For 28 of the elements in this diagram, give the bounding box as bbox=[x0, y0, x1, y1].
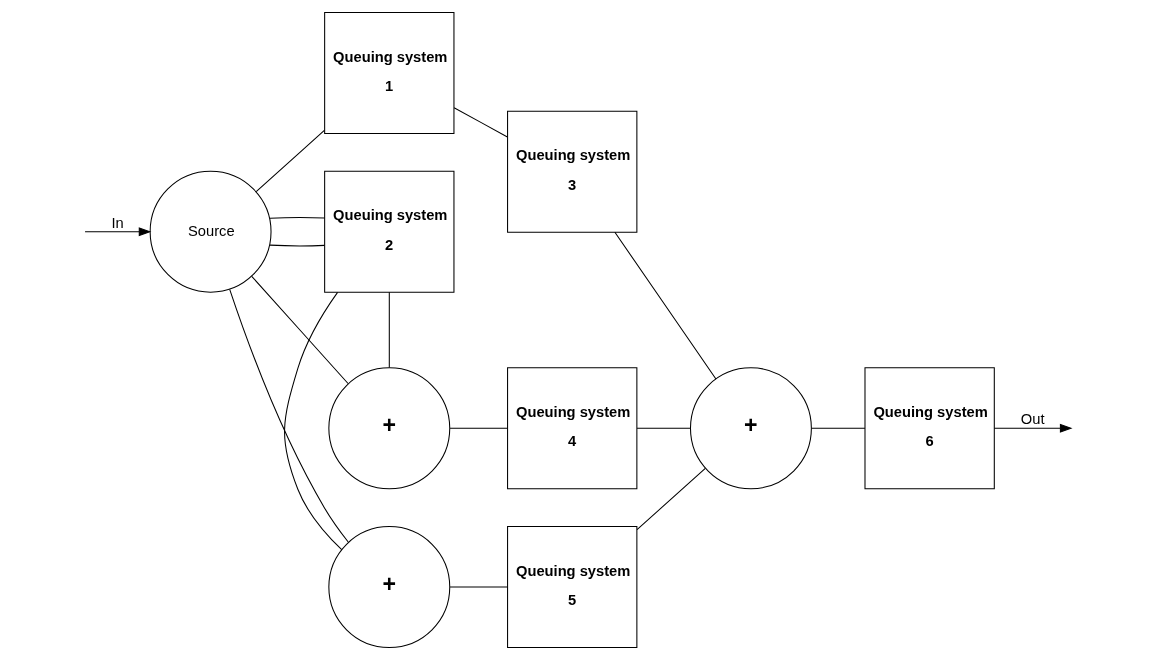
edge-label: Out bbox=[1020, 411, 1045, 428]
node-box: Queuing system 2 bbox=[324, 170, 455, 293]
connector bbox=[255, 129, 325, 193]
connector bbox=[636, 467, 706, 531]
arrow bbox=[993, 423, 1073, 433]
node-box: Queuing system 5 bbox=[507, 526, 638, 648]
node-circle: Source bbox=[149, 170, 272, 293]
node-box: Queuing system 1 bbox=[324, 12, 455, 134]
connector bbox=[453, 107, 508, 138]
connector bbox=[811, 427, 866, 429]
arrow bbox=[84, 227, 152, 237]
node-circle: + bbox=[328, 367, 451, 490]
connector bbox=[449, 586, 508, 588]
node-box: Queuing system 4 bbox=[507, 367, 638, 490]
connector bbox=[388, 291, 390, 369]
connector bbox=[269, 244, 326, 247]
connector bbox=[636, 427, 691, 429]
node-box: Queuing system 6 bbox=[864, 367, 995, 490]
connector bbox=[251, 275, 349, 385]
connector bbox=[229, 288, 349, 543]
connector bbox=[284, 291, 343, 551]
connector bbox=[269, 217, 326, 219]
node-circle: + bbox=[689, 367, 812, 490]
edge-label: In bbox=[111, 214, 124, 231]
node-box: Queuing system 3 bbox=[507, 110, 638, 233]
connector bbox=[614, 231, 717, 380]
node-circle: + bbox=[328, 526, 451, 648]
connector bbox=[449, 427, 508, 429]
